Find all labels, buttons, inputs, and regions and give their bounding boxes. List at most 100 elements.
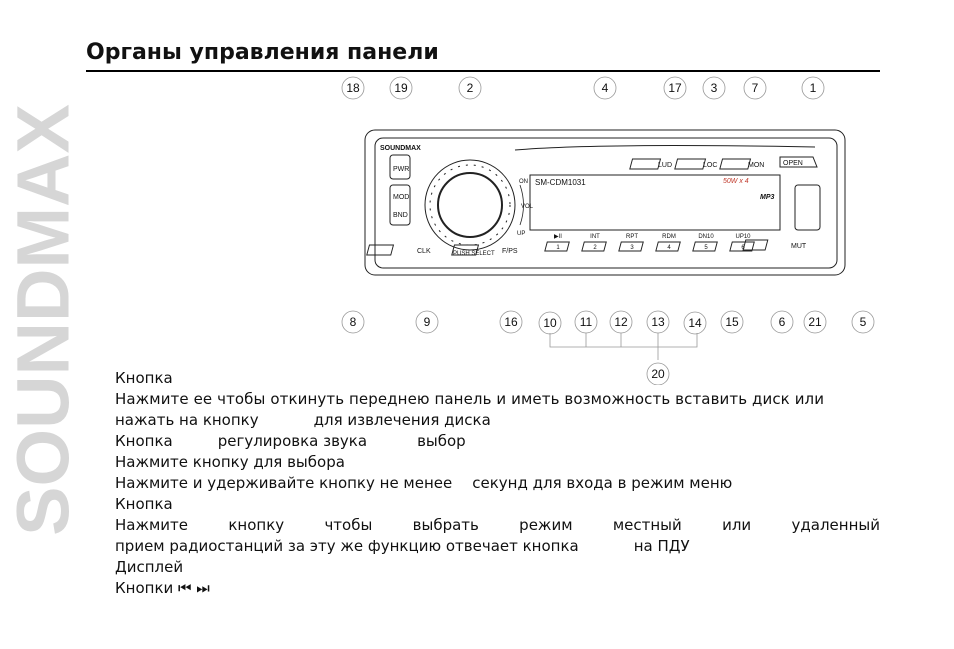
svg-text:7: 7 xyxy=(752,81,759,95)
svg-text:18: 18 xyxy=(346,81,360,95)
clk-button-shape xyxy=(366,244,395,256)
text-span: секунд для входа в режим меню xyxy=(472,474,733,492)
svg-text:6: 6 xyxy=(779,315,786,329)
panel-outer-frame xyxy=(364,129,846,276)
text-span: выбор xyxy=(417,432,466,450)
svg-text:11: 11 xyxy=(580,315,593,329)
callout-group-20: 20 xyxy=(646,362,670,385)
svg-text:DN10: DN10 xyxy=(698,234,714,240)
svg-text:5: 5 xyxy=(704,245,708,251)
text-line: Нажмите ее чтобы откинуть переднею панел… xyxy=(115,390,825,408)
vol-arc xyxy=(519,184,524,226)
fps-label: F/PS xyxy=(502,248,518,255)
knob-label: PUSH SELECT xyxy=(453,251,495,257)
svg-text:9: 9 xyxy=(424,315,431,329)
callout-top-2: 2 xyxy=(458,76,482,100)
callout-bottom-8: 8 xyxy=(341,310,365,334)
svg-text:UP10: UP10 xyxy=(735,234,751,240)
svg-text:6: 6 xyxy=(741,245,745,251)
title-underline xyxy=(86,70,880,72)
svg-text:21: 21 xyxy=(808,315,822,329)
svg-text:13: 13 xyxy=(651,315,665,329)
svg-text:20: 20 xyxy=(651,367,665,381)
panel-top-edge xyxy=(514,145,816,151)
svg-text:RDM: RDM xyxy=(662,234,676,240)
volume-knob xyxy=(437,172,503,238)
svg-text:RPT: RPT xyxy=(626,234,638,240)
text-line: Кнопка xyxy=(115,369,173,387)
svg-text:1: 1 xyxy=(556,245,560,251)
callout-top-1: 1 xyxy=(801,76,825,100)
text-line: Нажмите кнопку чтобы выбрать режим местн… xyxy=(115,515,880,536)
on-label: ON xyxy=(519,179,528,185)
device-brand: SOUNDMAX xyxy=(380,145,421,152)
preset-button-5: DN10 5 xyxy=(692,234,718,252)
svg-text:5: 5 xyxy=(860,315,867,329)
lud-label: LUD xyxy=(658,162,672,169)
control-panel-diagram: SOUNDMAX PWR MOD BND SM-CDM1031 50W x 4 … xyxy=(341,76,875,385)
callout-top-3: 3 xyxy=(702,76,726,100)
text-line: Нажмите и удерживайте кнопку не менее сек… xyxy=(115,473,880,494)
text-line: Дисплей xyxy=(115,558,184,576)
text-span: прием радиостанций за эту же функцию отв… xyxy=(115,537,579,555)
display-window xyxy=(529,174,781,231)
text-span: для извлечения диска xyxy=(313,411,491,429)
preset-button-2: INT 2 xyxy=(581,234,607,252)
text-line: нажать на кнопку для извлечения диска xyxy=(115,410,880,431)
preset-button-3: RPT 3 xyxy=(618,234,644,252)
text-span: Нажмите и удерживайте кнопку не менее xyxy=(115,474,453,492)
svg-text:2: 2 xyxy=(593,245,597,251)
svg-text:14: 14 xyxy=(688,316,702,330)
text-span: удаленный xyxy=(791,516,880,534)
skip-buttons-shape xyxy=(794,184,821,231)
mod-bnd-button-shape xyxy=(389,184,411,226)
callout-bottom-6: 6 xyxy=(770,310,794,334)
preset-button-6: UP10 6 xyxy=(729,234,755,252)
callout-bottom-5: 5 xyxy=(851,310,875,334)
svg-text:12: 12 xyxy=(614,315,628,329)
mut-button-shape xyxy=(742,239,769,251)
callout-bottom-9: 9 xyxy=(415,310,439,334)
preset-button-1: ▶II1 xyxy=(544,234,570,252)
svg-text:INT: INT xyxy=(590,234,600,240)
callout-top-18: 18 xyxy=(341,76,365,100)
svg-text:4: 4 xyxy=(667,245,671,251)
preset-buttons-group: ▶II1 INT 2 RPT 3 RDM 4 DN10 5 UP10 6 xyxy=(544,234,755,252)
soundmax-logo-text: SOUNDMAX xyxy=(8,104,78,536)
text-span: Нажмите кнопку чтобы выбрать режим xyxy=(115,516,573,534)
callout-top-7: 7 xyxy=(743,76,767,100)
soundmax-vertical-logo: SOUNDMAX xyxy=(8,104,78,536)
callout-bottom-21: 21 xyxy=(803,310,827,334)
callout-bottom-12: 12 xyxy=(609,310,633,334)
loc-label: LOC xyxy=(703,162,717,169)
up-label: UP xyxy=(517,231,525,237)
fps-button-shape xyxy=(451,244,480,256)
loc-button-shape xyxy=(674,158,707,170)
svg-text:3: 3 xyxy=(630,245,634,251)
device-power: 50W x 4 xyxy=(723,178,749,185)
callout-bottom-16: 16 xyxy=(499,310,523,334)
clk-label: CLK xyxy=(417,248,431,255)
text-line: Нажмите кнопку для выбора xyxy=(115,453,345,471)
device-model: SM-CDM1031 xyxy=(535,178,586,187)
mod-label: MOD xyxy=(393,194,409,201)
callout-top-4: 4 xyxy=(593,76,617,100)
svg-text:8: 8 xyxy=(350,315,357,329)
vol-label: VOL xyxy=(521,204,534,210)
mon-button-shape xyxy=(719,158,752,170)
text-line: прием радиостанций за эту же функцию отв… xyxy=(115,536,880,557)
callout-bottom-14: 14 xyxy=(683,311,707,335)
mon-label: MON xyxy=(748,162,764,169)
text-span: на ПДУ xyxy=(633,537,690,555)
svg-text:1: 1 xyxy=(810,81,817,95)
text-span: нажать на кнопку xyxy=(115,411,259,429)
lud-button-shape xyxy=(629,158,662,170)
panel-inner-frame xyxy=(374,137,838,269)
description-text: Кнопка Нажмите ее чтобы откинуть передне… xyxy=(115,368,880,599)
callout-bottom-15: 15 xyxy=(720,310,744,334)
preset-button-4: RDM 4 xyxy=(655,234,681,252)
mp3-logo: MP3 xyxy=(760,194,775,201)
pwr-button-shape xyxy=(389,154,411,180)
